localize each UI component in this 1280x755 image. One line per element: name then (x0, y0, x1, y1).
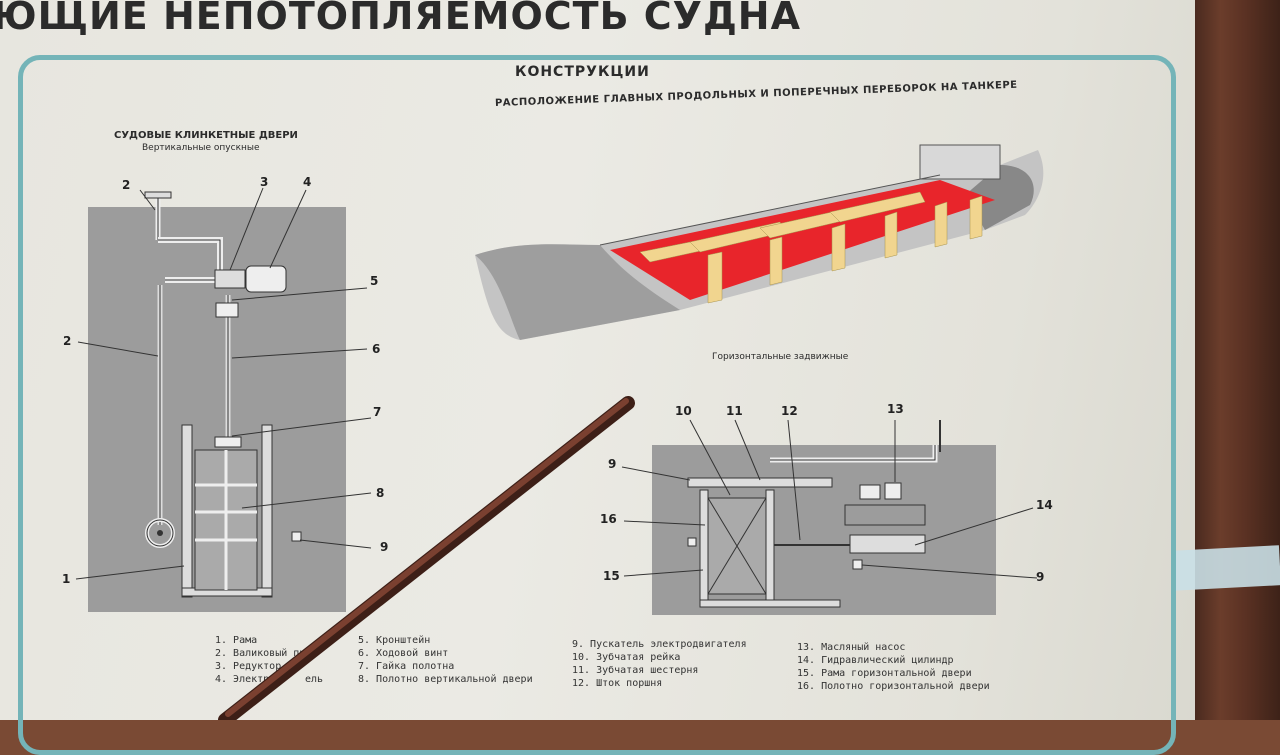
legend-item-16: 16. Полотно горизонтальной двери (797, 681, 990, 692)
legend-col4: 13. Масляный насос 14. Гидравлический ци… (797, 641, 990, 693)
horizontal-door-diagram (621, 419, 1038, 615)
legend-item-13: 13. Масляный насос (797, 642, 906, 653)
vertical-door-diagram (75, 187, 372, 612)
callout-9b: 9 (608, 457, 617, 471)
legend-item-10: 10. Зубчатая рейка (572, 652, 681, 663)
vertical-doors-title: СУДОВЫЕ КЛИНКЕТНЫЕ ДВЕРИ (114, 130, 298, 141)
legend-item-4: 4. Электр (215, 674, 270, 685)
callout-1: 1 (62, 572, 71, 586)
legend-col1: 1. Рама 2. Валиковый пр 3. Редуктор 4. Э… (215, 634, 305, 686)
vertical-doors-subtitle: Вертикальные опускные (142, 143, 260, 153)
callout-2b: 2 (63, 334, 72, 348)
callout-16: 16 (600, 512, 617, 526)
legend-col2: 5. Кронштейн 6. Ходовой винт 7. Гайка по… (358, 634, 533, 686)
technical-drawings (75, 144, 1044, 615)
callout-5: 5 (370, 274, 379, 288)
callout-12: 12 (781, 404, 798, 418)
callout-10: 10 (675, 404, 692, 418)
callout-2a: 2 (122, 178, 131, 192)
wooden-wall (1195, 0, 1280, 720)
callout-13: 13 (887, 402, 904, 416)
legend-item-9: 9. Пускатель электродвигателя (572, 639, 747, 650)
callout-6: 6 (372, 342, 381, 356)
callout-11: 11 (726, 404, 743, 418)
callout-15: 15 (603, 569, 620, 583)
callout-9a: 9 (380, 540, 389, 554)
pointer-stick (218, 396, 635, 720)
legend-item-7: 7. Гайка полотна (358, 661, 455, 672)
legend-item-8: 8. Полотно вертикальной двери (358, 674, 533, 685)
callout-3: 3 (260, 175, 269, 189)
poster-main-title: ющие непотопляемость судна (0, 0, 802, 38)
legend-item-1: 1. Рама (215, 635, 258, 646)
callout-9c: 9 (1036, 570, 1045, 584)
callout-7: 7 (373, 405, 382, 419)
callout-4: 4 (303, 175, 312, 189)
legend-item-4-tail: ель (305, 674, 324, 685)
legend-col3: 9. Пускатель электродвигателя 10. Зубчат… (572, 638, 747, 690)
legend-item-6: 6. Ходовой винт (358, 648, 449, 659)
legend-item-2: 2. Валиковый пр (215, 648, 306, 659)
legend-item-12: 12. Шток поршня (572, 678, 663, 689)
legend-item-15: 15. Рама горизонтальной двери (797, 668, 972, 679)
legend-item-11: 11. Зубчатая шестерня (572, 665, 699, 676)
callout-8: 8 (376, 486, 385, 500)
callout-14: 14 (1036, 498, 1053, 512)
legend-item-3: 3. Редуктор (215, 661, 282, 672)
horizontal-doors-title: Горизонтальные задвижные (712, 352, 849, 362)
tanker-diagram (475, 144, 1044, 340)
legend-item-14: 14. Гидравлический цилиндр (797, 655, 954, 666)
legend-item-5: 5. Кронштейн (358, 635, 431, 646)
section-title: КОНСТРУКЦИИ (515, 64, 650, 80)
